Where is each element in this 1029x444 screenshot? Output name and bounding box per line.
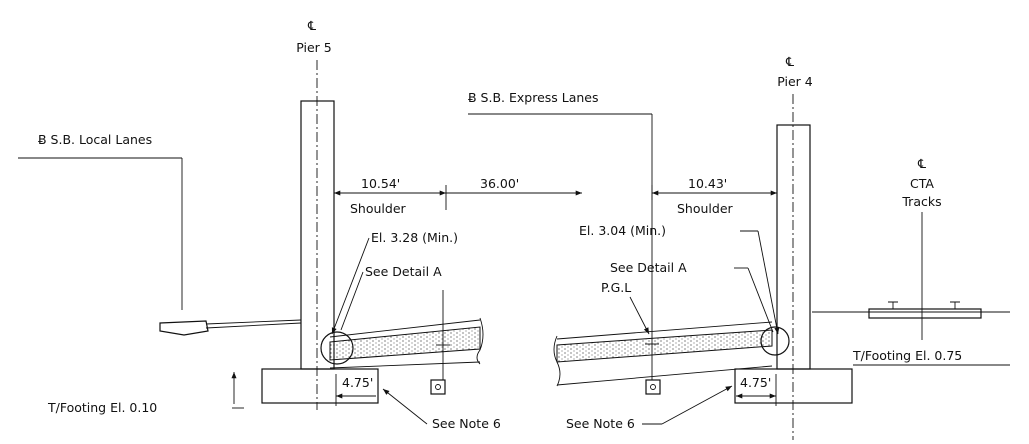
detail-a-left-leader (340, 271, 364, 331)
dim-shoulder-left: 10.54' (361, 176, 400, 191)
shoulder-label-right: Shoulder (677, 201, 734, 216)
left-deck-slab (329, 326, 481, 361)
local-lanes-group: Ƀ S.B. Local Lanes (18, 132, 302, 336)
pier-4-group: ℄ Pier 4 (734, 54, 853, 440)
offset-left: 4.75' (342, 375, 373, 390)
dim-shoulder-right: 10.43' (688, 176, 727, 191)
local-roadway-edge (159, 320, 209, 336)
pier-4-footing (734, 368, 853, 404)
left-break-line (476, 317, 484, 365)
right-break-line (553, 335, 561, 387)
note-6-left-leader (382, 388, 428, 425)
right-footing-dims: 4.75' See Note 6 T/Footing El. 0.75 (566, 348, 1010, 431)
elevation-left-leader (331, 237, 370, 335)
elevation-right-leader-2 (757, 230, 780, 335)
cta-tracks-label: Tracks (901, 194, 941, 209)
tfooting-right: T/Footing El. 0.75 (852, 348, 962, 363)
cta-track-slab (868, 308, 982, 319)
left-girder-bottom (329, 361, 481, 369)
pier-5-footing (261, 368, 379, 404)
detail-a-right-leader-2 (747, 267, 774, 333)
pgl-leader (629, 296, 650, 335)
pgl-label: P.G.L (601, 280, 631, 295)
pier-4-column (776, 124, 811, 370)
right-girder-group (553, 321, 790, 395)
note-6-left: See Note 6 (432, 416, 501, 431)
left-bearing-plate (430, 379, 446, 395)
pier-4-cl-symbol: ℄ (785, 54, 794, 69)
cta-cl-symbol: ℄ (917, 156, 926, 171)
pier-5-group: ℄ Pier 5 (261, 18, 379, 410)
pier-4-label: Pier 4 (777, 74, 813, 89)
dim-lanes: 36.00' (480, 176, 519, 191)
note-6-right: See Note 6 (566, 416, 635, 431)
right-deck-slab (556, 329, 773, 363)
tfooting-left: T/Footing El. 0.10 (47, 400, 157, 415)
left-dimensions: 10.54' 36.00' Shoulder El. 3.28 (Min.) S… (331, 176, 582, 335)
left-deck-top (329, 319, 481, 338)
right-dimensions: 10.43' Shoulder El. 3.04 (Min.) See Deta… (579, 176, 780, 335)
right-deck-top (556, 321, 773, 340)
local-roadway-surface (205, 319, 302, 325)
right-girder-bottom (556, 365, 773, 386)
right-bearing-pin (650, 384, 656, 390)
cta-label: CTA (910, 176, 934, 191)
left-girder-group (320, 290, 484, 395)
elevation-right: El. 3.04 (Min.) (579, 223, 666, 238)
detail-a-right: See Detail A (610, 260, 687, 275)
express-lanes-label: Ƀ S.B. Express Lanes (468, 90, 599, 105)
offset-right: 4.75' (740, 375, 771, 390)
pier-5-label: Pier 5 (296, 40, 332, 55)
cta-rail-right (950, 301, 960, 310)
left-bearing-pin (435, 384, 441, 390)
note-6-right-leader-2 (661, 385, 733, 425)
left-footing-dims: T/Footing El. 0.10 4.75' See Note 6 (47, 372, 501, 431)
local-roadway-surface-2 (205, 322, 302, 329)
elevation-left: El. 3.28 (Min.) (371, 230, 458, 245)
cta-group: ℄ CTA Tracks (812, 156, 1010, 340)
pier-5-column (300, 100, 335, 370)
shoulder-label-left: Shoulder (350, 201, 407, 216)
right-bearing-plate (645, 379, 661, 395)
cta-rail-left (888, 301, 898, 310)
local-lanes-label: Ƀ S.B. Local Lanes (38, 132, 152, 147)
pier-5-cl-symbol: ℄ (307, 18, 316, 33)
detail-a-left: See Detail A (365, 264, 442, 279)
